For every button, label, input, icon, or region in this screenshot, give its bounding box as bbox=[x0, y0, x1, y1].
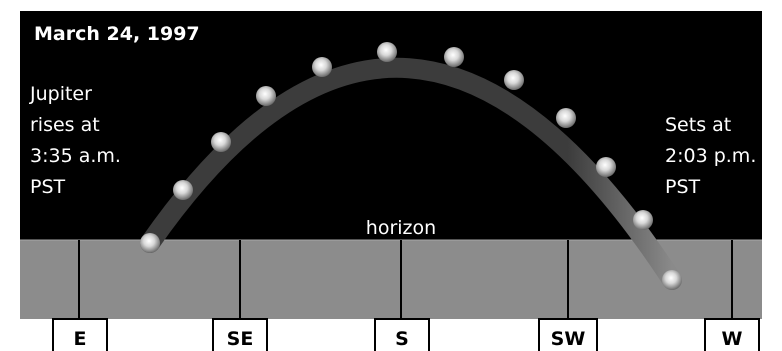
jupiter-marker bbox=[662, 270, 682, 290]
jupiter-marker bbox=[633, 210, 653, 230]
direction-label-e: E bbox=[52, 318, 108, 351]
jupiter-marker bbox=[312, 57, 332, 77]
direction-label-s: S bbox=[374, 318, 430, 351]
jupiter-marker bbox=[596, 157, 616, 177]
direction-label-text: W bbox=[722, 328, 743, 350]
jupiter-arc-path bbox=[140, 57, 682, 290]
direction-label-text: SE bbox=[227, 328, 254, 350]
direction-label-se: SE bbox=[212, 318, 268, 351]
rise-note-line: Jupiter bbox=[29, 83, 92, 105]
jupiter-marker bbox=[504, 70, 524, 90]
direction-label-text: S bbox=[395, 328, 409, 350]
set-note-line: 2:03 p.m. bbox=[665, 145, 756, 167]
jupiter-marker bbox=[173, 180, 193, 200]
rise-note-line: 3:35 a.m. bbox=[30, 145, 121, 167]
ground-band bbox=[20, 240, 762, 319]
set-note: Sets at 2:03 p.m. PST bbox=[665, 114, 756, 198]
jupiter-marker bbox=[140, 233, 160, 253]
direction-label-text: SW bbox=[551, 328, 586, 350]
direction-label-sw: SW bbox=[538, 318, 598, 351]
direction-label-text: E bbox=[74, 328, 87, 350]
rise-note-line: PST bbox=[30, 176, 66, 198]
direction-ticks bbox=[78, 240, 733, 319]
rise-note-line: rises at bbox=[30, 114, 100, 136]
jupiter-marker bbox=[444, 47, 464, 67]
jupiter-marker bbox=[556, 108, 576, 128]
jupiter-marker bbox=[256, 86, 276, 106]
date-heading: March 24, 1997 bbox=[34, 23, 200, 45]
horizon-label: horizon bbox=[366, 217, 436, 239]
set-note-line: PST bbox=[665, 176, 701, 198]
direction-label-w: W bbox=[704, 318, 760, 351]
jupiter-marker bbox=[211, 132, 231, 152]
set-note-line: Sets at bbox=[665, 114, 731, 136]
rise-note: Jupiter rises at 3:35 a.m. PST bbox=[29, 83, 121, 198]
jupiter-marker bbox=[377, 42, 397, 62]
direction-labels: E SE S SW W bbox=[52, 318, 760, 351]
jupiter-markers bbox=[140, 42, 682, 290]
